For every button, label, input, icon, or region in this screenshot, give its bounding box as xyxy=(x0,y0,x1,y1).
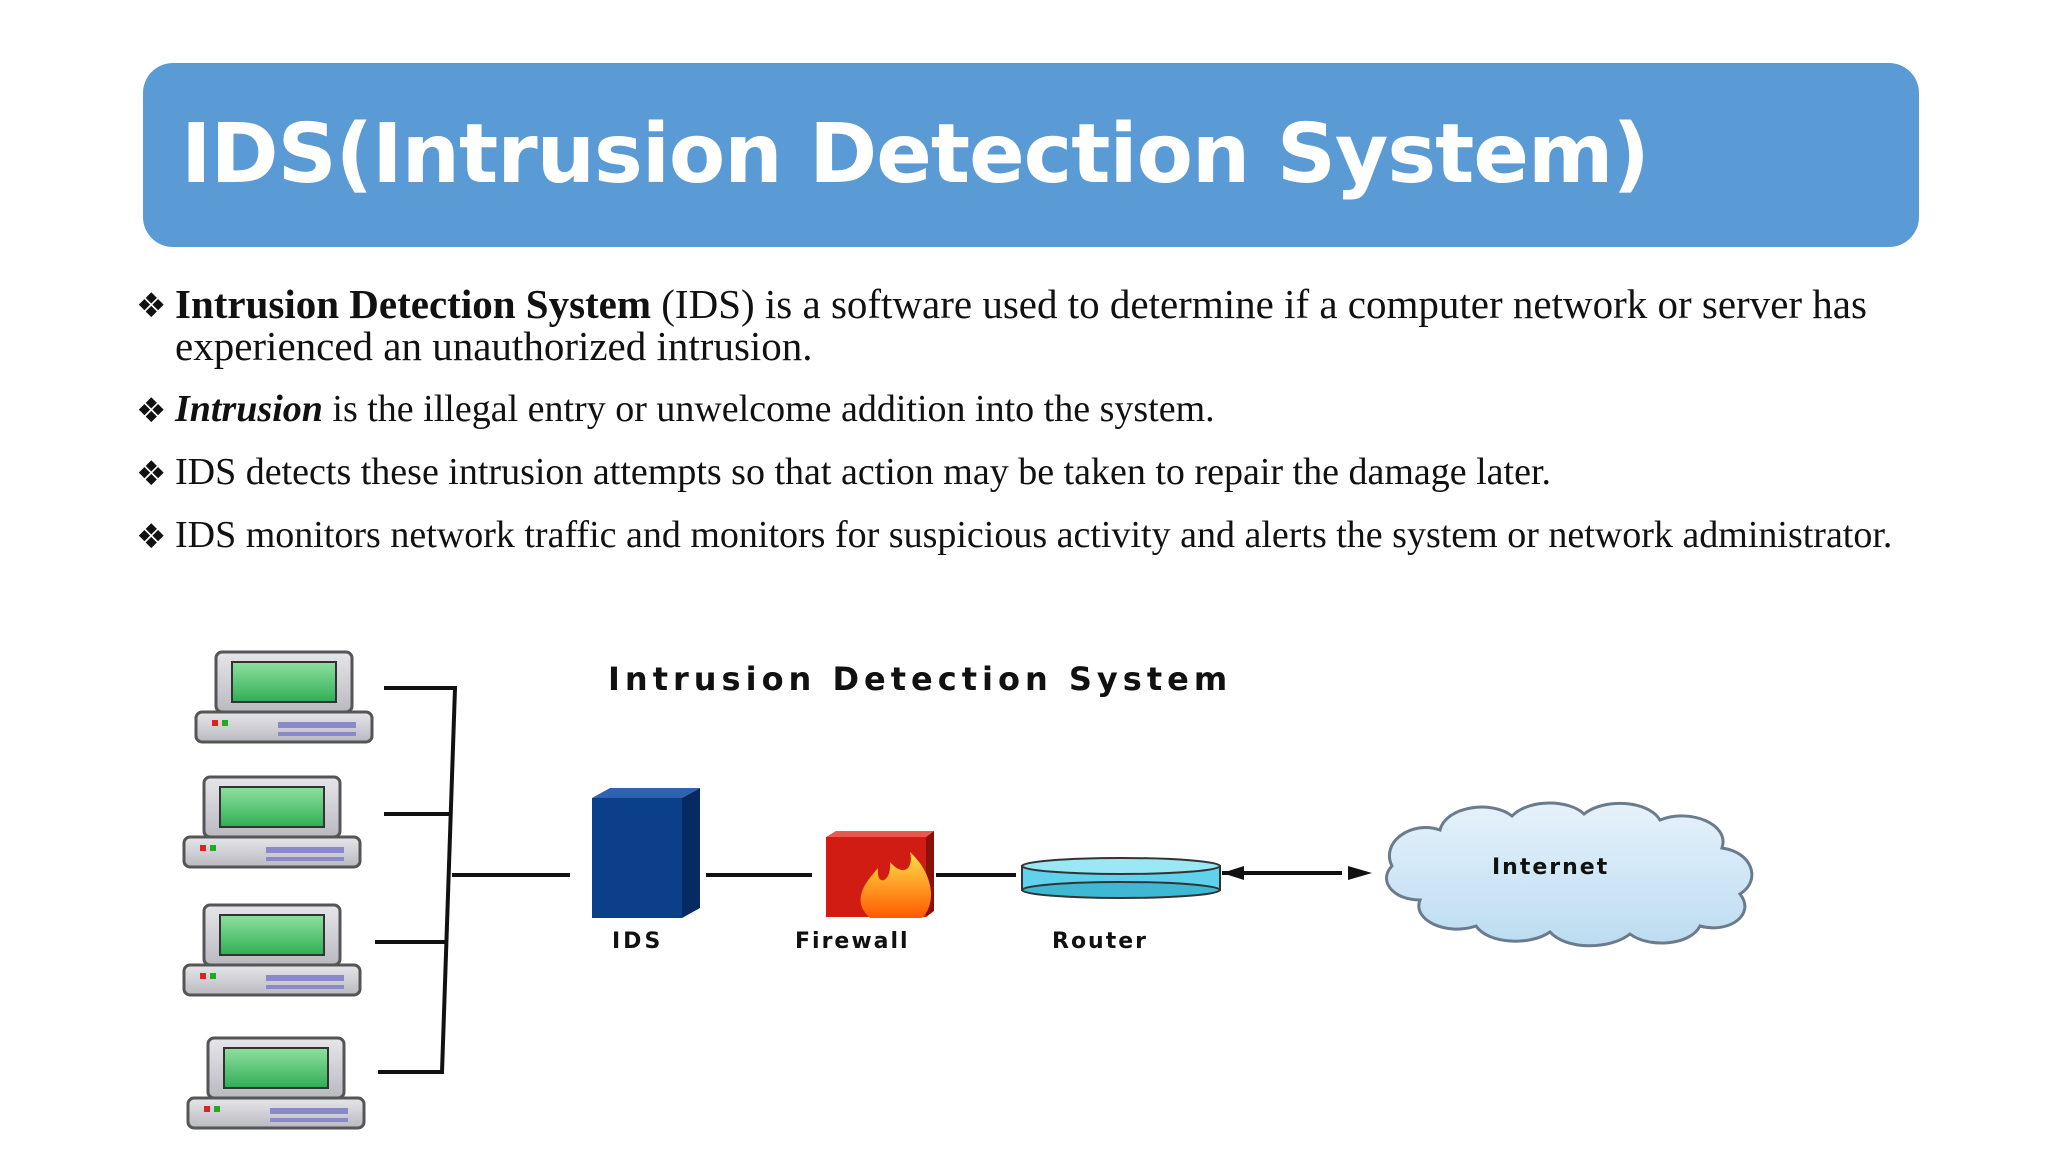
bullet-item-2: ❖ Intrusion is the illegal entry or unwe… xyxy=(136,388,1976,431)
bullet-text: IDS monitors network traffic and monitor… xyxy=(175,514,1893,556)
slide-title: IDS(Intrusion Detection System) xyxy=(181,107,1650,202)
firewall-label: Firewall xyxy=(795,929,910,954)
workstation-computer-icon xyxy=(186,1036,366,1130)
bullet-item-1: ❖ Intrusion Detection System (IDS) is a … xyxy=(136,283,1976,367)
bullet-lead: Intrusion Detection System xyxy=(175,281,652,327)
bullet-text: is the illegal entry or unwelcome additi… xyxy=(322,388,1215,430)
bullet-text: (IDS) is a software used to determine if… xyxy=(175,281,1867,369)
network-cabling xyxy=(375,686,1372,1074)
diagram-title: Intrusion Detection System xyxy=(608,660,1232,698)
bullet-text: IDS detects these intrusion attempts so … xyxy=(175,451,1552,493)
diamond-bullet-icon: ❖ xyxy=(136,517,167,557)
bullet-item-3: ❖ IDS detects these intrusion attempts s… xyxy=(136,451,1976,494)
internet-label: Internet xyxy=(1492,855,1609,880)
diamond-bullet-icon: ❖ xyxy=(136,454,167,494)
ids-label: IDS xyxy=(612,929,663,954)
router-label: Router xyxy=(1052,929,1148,954)
firewall-icon xyxy=(826,831,934,918)
workstation-computer-icon xyxy=(182,775,362,869)
diamond-bullet-icon: ❖ xyxy=(136,286,167,326)
title-bar: IDS(Intrusion Detection System) xyxy=(143,63,1919,247)
diamond-bullet-icon: ❖ xyxy=(136,391,167,431)
bullet-list: ❖ Intrusion Detection System (IDS) is a … xyxy=(136,283,1976,577)
workstation-computer-icon xyxy=(194,650,374,744)
bullet-item-4: ❖ IDS monitors network traffic and monit… xyxy=(136,514,1895,557)
bullet-lead: Intrusion xyxy=(175,388,323,430)
internet-cloud-icon xyxy=(1385,801,1754,948)
router-icon xyxy=(1021,857,1221,899)
workstation-computer-icon xyxy=(182,903,362,997)
ids-device-icon xyxy=(592,788,700,918)
